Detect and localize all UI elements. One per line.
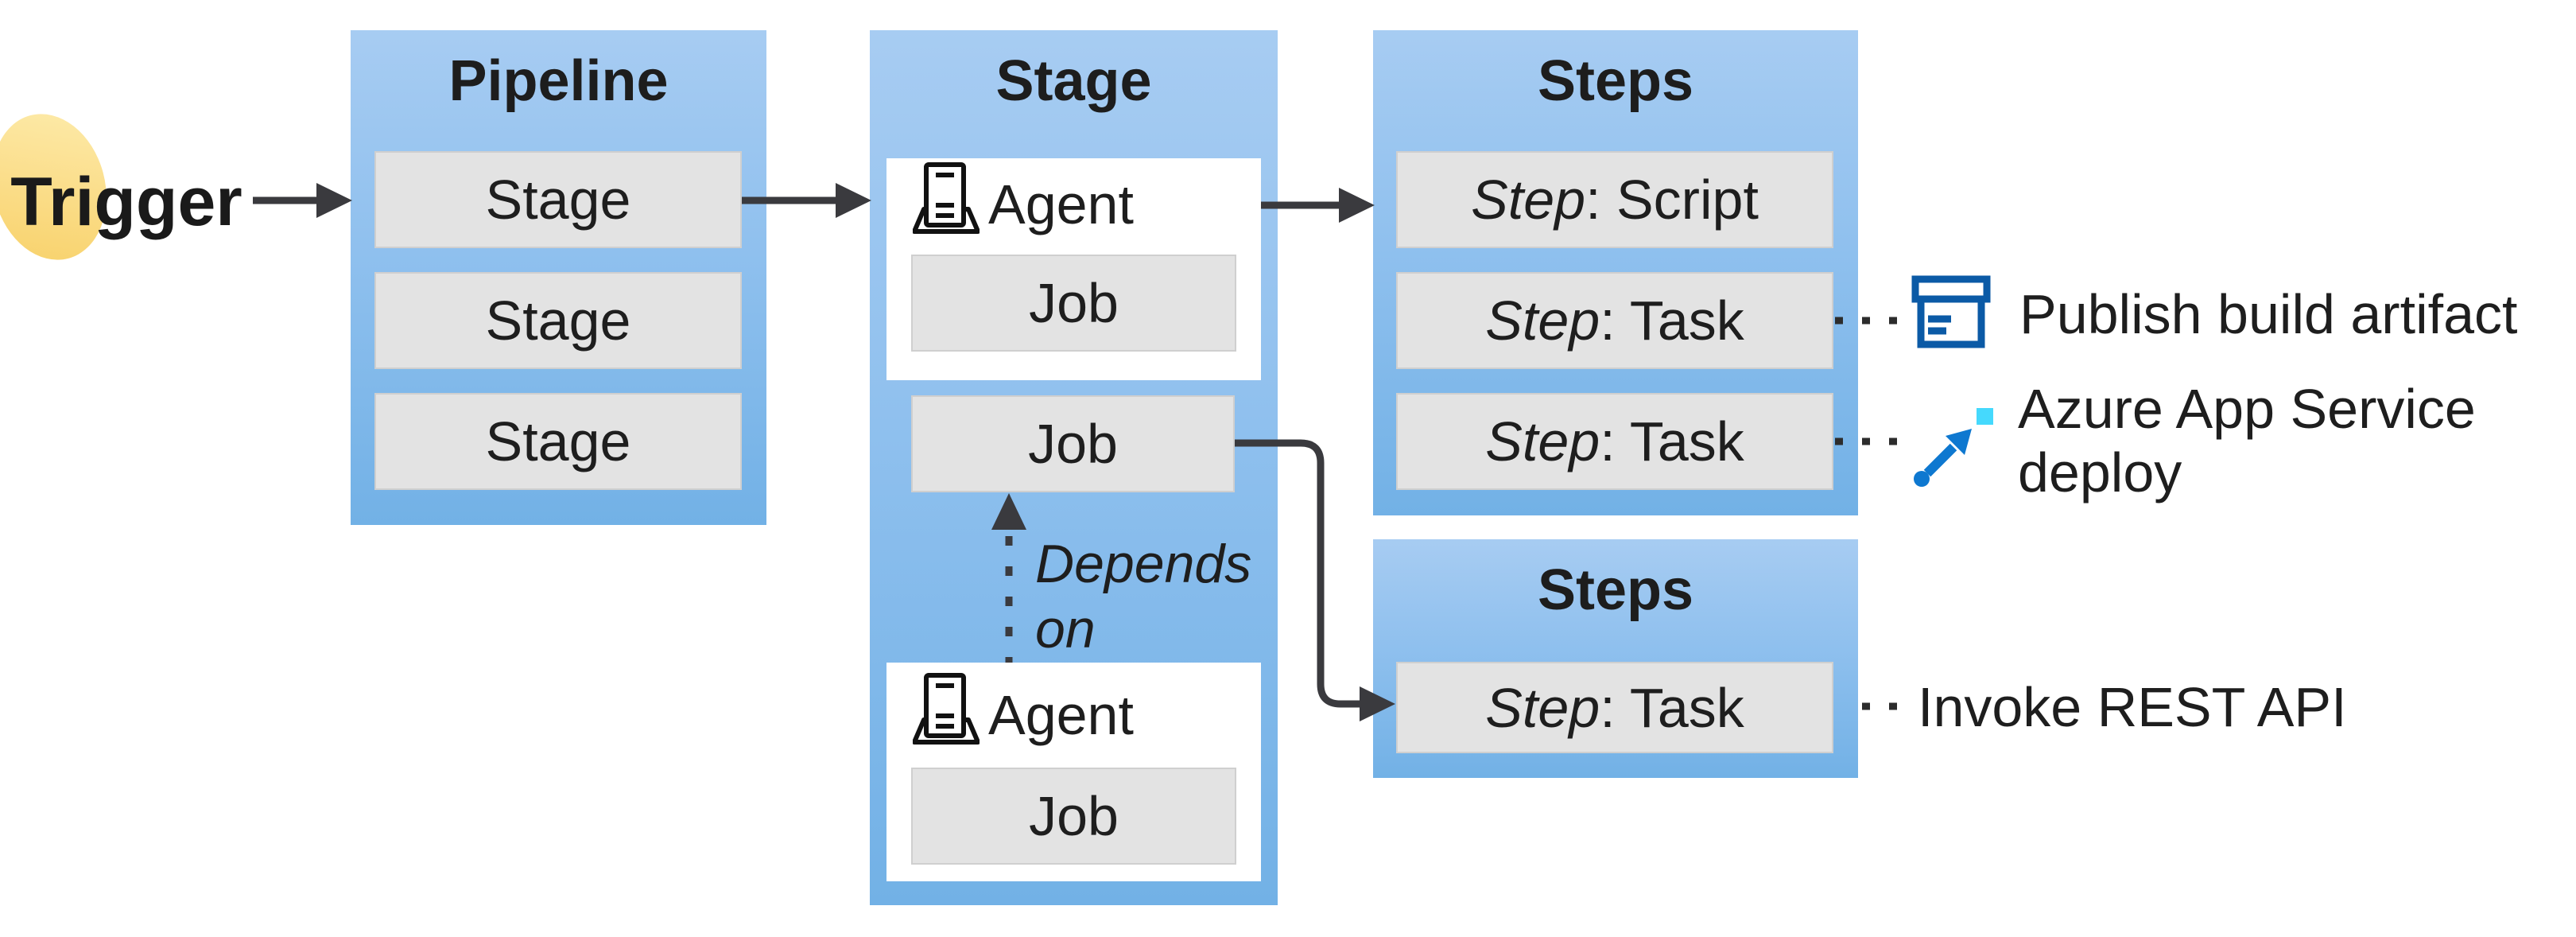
deploy-arrow-icon xyxy=(1914,408,1993,487)
job-row: Job xyxy=(911,768,1236,865)
invoke-rest-api-label: Invoke REST API xyxy=(1918,676,2347,738)
app-service-deploy-label: Azure App Service deploy xyxy=(2018,378,2476,503)
step-row: Step: Task xyxy=(1396,393,1833,490)
stage-title: Stage xyxy=(995,49,1152,113)
pipeline-panel: Pipeline Stage Stage Stage xyxy=(351,30,766,525)
stage-row-label: Stage xyxy=(485,169,631,231)
step-row-prefix: Step xyxy=(1485,410,1600,472)
publish-artifact-label: Publish build artifact xyxy=(2019,283,2518,345)
step-row-prefix: Step xyxy=(1471,169,1586,231)
job-row-label: Job xyxy=(1029,272,1119,334)
step-row-detail: : Task xyxy=(1600,410,1744,472)
stage-row-label: Stage xyxy=(485,290,631,352)
stage-row: Stage xyxy=(374,151,742,248)
step-row-prefix: Step xyxy=(1485,290,1600,352)
step-row: Step: Task xyxy=(1396,272,1833,369)
depends-on-label: Depends on xyxy=(1035,534,1252,659)
agent-icon xyxy=(913,162,980,234)
stage-panel: Stage Agent Job Job xyxy=(870,30,1278,905)
job-row-label: Job xyxy=(1028,413,1118,475)
step-row: Step: Task xyxy=(1396,662,1833,753)
step-row-detail: : Task xyxy=(1600,676,1744,739)
job-row-standalone: Job xyxy=(911,395,1235,492)
step-row: Step: Script xyxy=(1396,151,1833,248)
archive-box-icon xyxy=(1911,275,1991,348)
stage-row: Stage xyxy=(374,393,742,490)
arrow-trigger-to-pipeline xyxy=(253,183,352,218)
agent-icon xyxy=(913,673,980,745)
step-row-detail: : Script xyxy=(1585,169,1759,231)
step-row-detail: : Task xyxy=(1600,290,1744,352)
agent-box-bottom: Agent Job xyxy=(886,663,1261,881)
trigger-label: Trigger xyxy=(10,163,242,240)
step-row-prefix: Step xyxy=(1485,676,1600,739)
steps-panel-top: Steps Step: Script Step: Task Step: Task xyxy=(1373,30,1858,515)
pipeline-title: Pipeline xyxy=(448,49,669,113)
agent-box-top: Agent Job xyxy=(886,158,1261,380)
agent-label: Agent xyxy=(988,173,1134,235)
arrow-agent-to-steps xyxy=(1261,188,1375,223)
job-row: Job xyxy=(911,255,1236,352)
steps-title: Steps xyxy=(1537,558,1694,622)
agent-label: Agent xyxy=(988,684,1134,746)
stage-row-label: Stage xyxy=(485,410,631,472)
steps-panel-bottom: Steps Step: Task xyxy=(1373,539,1858,778)
steps-title: Steps xyxy=(1537,49,1694,113)
job-row-label: Job xyxy=(1029,785,1119,847)
stage-row: Stage xyxy=(374,272,742,369)
